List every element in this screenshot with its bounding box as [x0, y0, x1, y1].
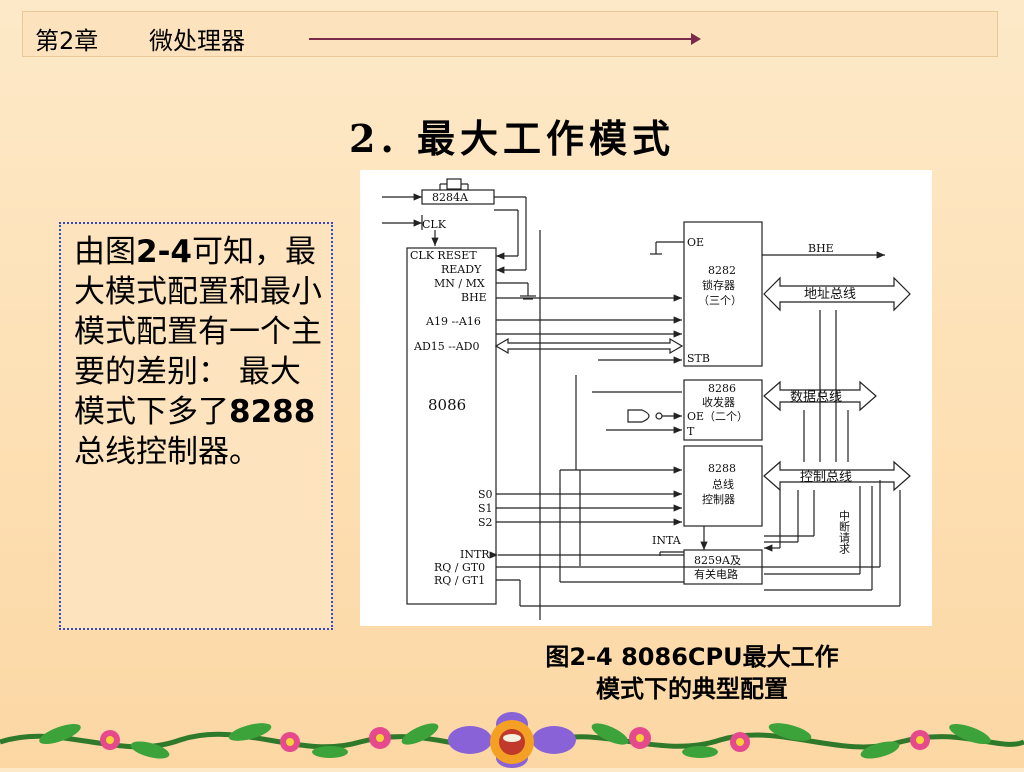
bus-controller-box: [683, 445, 763, 527]
control-bus-arrow: [763, 460, 911, 492]
cpu-pin-mn-mx: MN / MX: [434, 277, 485, 290]
cpu-pin-bhe: BHE: [461, 291, 487, 304]
diagram-svg: 8284A CLK CLK RESET READY MN / MX BHE A1…: [382, 178, 911, 620]
slide-title: 2. 最大工作模式: [349, 116, 675, 161]
decorative-flower-border: [0, 712, 1024, 768]
control-bus-label: 控制总线: [800, 470, 852, 485]
bhe-out-label: BHE: [808, 242, 834, 255]
latch-stb: STB: [687, 352, 710, 365]
note-seg: 由图: [74, 234, 136, 270]
latch-desc: 锁存器: [702, 278, 735, 292]
interrupt-label: 中断请求: [838, 510, 851, 554]
figure-caption: 图2-4 8086CPU最大工作 模式下的典型配置: [512, 641, 872, 705]
cpu-box: [406, 247, 497, 605]
latch-box: [683, 221, 763, 367]
address-bus-arrow: [763, 276, 911, 312]
latch-name: 8282: [708, 264, 736, 277]
cpu-pin-rq-gt0: RQ / GT0: [434, 561, 485, 574]
caption-line1: 图2-4 8086CPU最大工作: [545, 643, 839, 671]
chapter-title: 微处理器: [149, 27, 245, 55]
transceiver-box: [683, 379, 763, 441]
transceiver-desc: 收发器: [702, 395, 735, 409]
note-text: 由图2-4可知，最大模式配置和最小模式配置有一个主要的差别： 最大模式下多了82…: [74, 232, 326, 472]
latch-count: （三个）: [698, 294, 742, 307]
clk-label: CLK: [422, 218, 447, 231]
caption-line2: 模式下的典型配置: [596, 675, 788, 703]
header-arrow-line: [309, 38, 693, 40]
address-bus-label: 地址总线: [804, 287, 856, 302]
cpu-pin-rq-gt1: RQ / GT1: [434, 574, 485, 587]
transceiver-name: 8286: [708, 382, 736, 395]
note-seg: 可知，最大模式配置和最小模式配置有一个主要的差别： 最大模式下多了: [74, 234, 322, 430]
header-bar: 第2章 微处理器: [22, 11, 998, 57]
cpu-pin-clk-reset: CLK RESET: [410, 249, 477, 262]
transceiver-oe: OE（二个）: [687, 410, 748, 423]
transceiver-t: T: [687, 425, 695, 438]
pic-desc: 有关电路: [694, 567, 738, 581]
cpu-pin-s0: S0: [478, 488, 493, 501]
latch-oe: OE: [687, 236, 704, 249]
bus-ctrl-desc1: 总线: [712, 477, 734, 491]
note-seg: 总线控制器。: [74, 434, 260, 470]
cpu-pin-ad15: AD15 --AD0: [413, 340, 479, 353]
flower-border-icon: [0, 712, 1024, 768]
cpu-pin-s2: S2: [478, 516, 493, 529]
cpu-pin-ready: READY: [441, 263, 482, 276]
header-arrow-icon: [691, 33, 701, 45]
note-seg-bold: 2-4: [136, 234, 193, 270]
data-bus-arrow: [763, 380, 877, 412]
clock-chip-label: 8284A: [432, 191, 469, 204]
inta-label: INTA: [652, 534, 682, 547]
chapter-label: 第2章: [35, 27, 99, 55]
cpu-pin-intr: INTR: [460, 548, 490, 561]
cpu-pin-a19: A19 --A16: [425, 315, 481, 328]
cpu-name: 8086: [428, 396, 466, 414]
pic-name: 8259A及: [694, 554, 741, 567]
cpu-pin-s1: S1: [478, 502, 493, 515]
bus-ctrl-name: 8288: [708, 462, 736, 475]
note-seg-bold: 8288: [229, 394, 316, 430]
bus-ctrl-desc2: 控制器: [702, 492, 735, 506]
note-box: 由图2-4可知，最大模式配置和最小模式配置有一个主要的差别： 最大模式下多了82…: [59, 222, 333, 630]
block-diagram: 8284A CLK CLK RESET READY MN / MX BHE A1…: [360, 170, 932, 626]
data-bus-label: 数据总线: [790, 390, 842, 405]
